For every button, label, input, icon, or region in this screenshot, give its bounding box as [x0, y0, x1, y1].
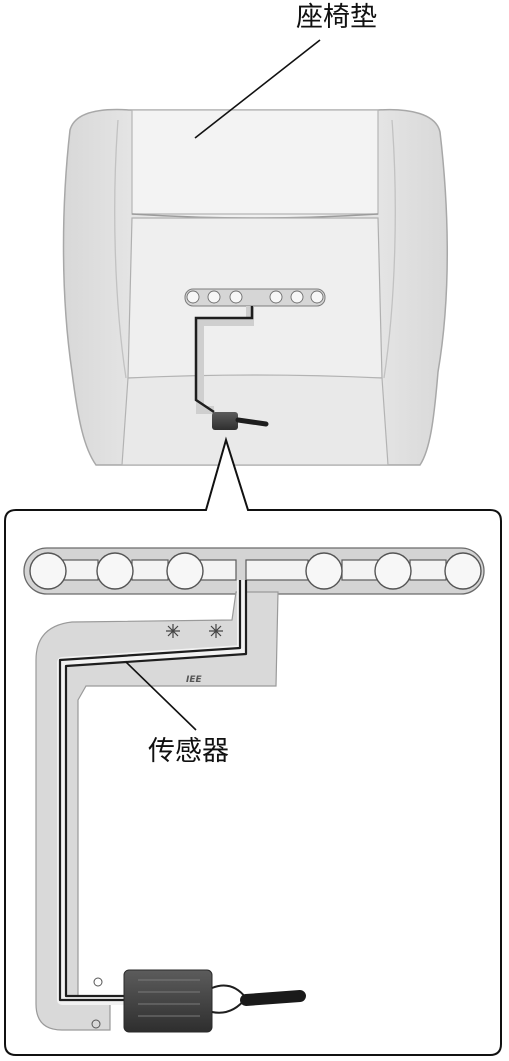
sensor-wire-a [58, 580, 242, 1002]
carrier-symbol-mark [93, 977, 103, 987]
sensor-connector-body [123, 969, 213, 1033]
seat-illustration [62, 108, 448, 466]
seat-connector-lead [235, 417, 269, 427]
sensor-leader-line [125, 661, 197, 731]
seat-sensor-tail [196, 306, 254, 414]
sensor-wire-b [64, 580, 248, 998]
detail-callout-frame [4, 436, 502, 1056]
sensor-cell [374, 552, 412, 590]
sensor-cell [305, 552, 343, 590]
sensor-label: 传感器 [148, 736, 229, 767]
seat-left-seam [114, 119, 127, 379]
carrier-brand-mark: IEE [186, 675, 202, 685]
carrier-star-marks [166, 624, 223, 638]
sensor-cell [96, 552, 134, 590]
seat-sensor-cells [186, 290, 324, 304]
sensor-cell [29, 552, 67, 590]
sensor-connector-ribs [138, 979, 200, 1017]
sensor-cell [166, 552, 204, 590]
seat-center-upper [131, 109, 379, 215]
seat-right-seam [383, 119, 396, 379]
sensor-connector-lead [240, 990, 306, 1006]
seat-cushion-label: 座椅垫 [296, 2, 377, 33]
seat-cushion-leader-line [194, 39, 321, 139]
sensor-detail-view: IEE [23, 547, 485, 1033]
carrier-symbol-mark-lower [91, 1019, 101, 1029]
sensor-cells [29, 552, 482, 590]
seat-sensor-strip [184, 288, 326, 307]
sensor-cell-bridges [61, 559, 447, 581]
seat-sensor-wire [194, 306, 254, 414]
seat-connector [212, 412, 238, 430]
sensor-cell [444, 552, 482, 590]
